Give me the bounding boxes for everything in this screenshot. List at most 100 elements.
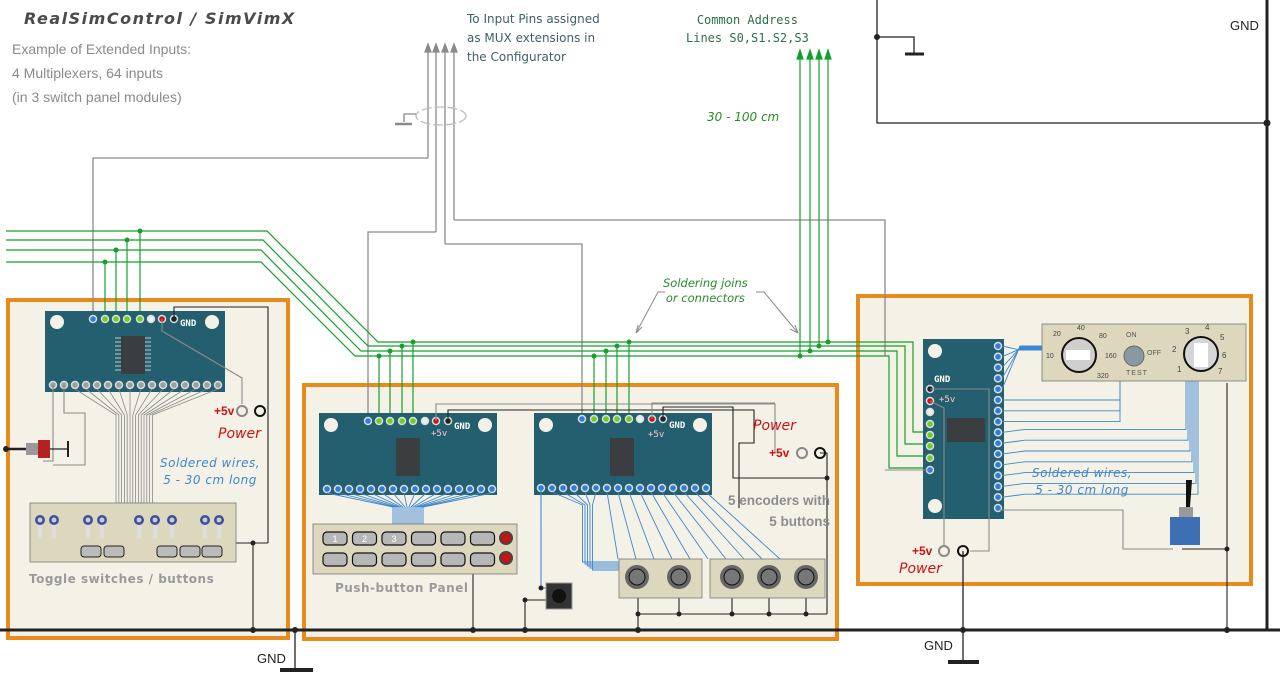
address-lines-note-line-2: Lines S0,S1.S2,S3: [686, 31, 809, 45]
module-3-wires-note-line-2: 5 - 30 cm long: [1035, 483, 1129, 497]
top-right-ground-loop: [874, 0, 1271, 630]
encoder-shaft: [628, 568, 646, 586]
mux-pin: [690, 483, 700, 493]
mux-pin: [558, 483, 568, 493]
mux-pin: [81, 380, 91, 390]
module-1-power-label: Power: [218, 426, 261, 442]
page-title: RealSimControl / SimVimX: [24, 9, 296, 28]
signal-wire: [1001, 381, 1187, 433]
push-button-label: 3: [391, 534, 396, 544]
mux-pin: [591, 483, 601, 493]
toggle-switch-panel: [29, 502, 237, 563]
signal-wire: [143, 388, 186, 503]
mux-pin: [70, 380, 80, 390]
signal-wire: [337, 492, 396, 524]
push-button: [351, 552, 378, 567]
mux-pin: [333, 484, 343, 494]
mux-pin: [547, 483, 557, 493]
toggle-switch-core: [202, 517, 208, 523]
toggle-lever: [170, 525, 174, 538]
push-button-label: 1: [332, 534, 337, 544]
module-2-5v-label: +5v: [769, 446, 790, 460]
module-2-5v-terminal: [796, 447, 808, 459]
signal-wire: [381, 492, 404, 524]
test-toggle-test-label: TEST: [1126, 370, 1148, 377]
mux-pin: [701, 483, 711, 493]
module-1-wiring: [43, 306, 269, 630]
encoder-wire: [661, 491, 709, 560]
input-pins-note-line-2: as MUX extensions in: [467, 31, 596, 45]
encoder-wire: [592, 491, 619, 571]
mux-pin: [993, 428, 1003, 437]
panel-button: [156, 545, 178, 558]
mux-pin: [191, 380, 201, 390]
panel-button: [179, 545, 201, 558]
toggle-lever: [153, 525, 157, 538]
module-3-mini-toggle: [1170, 480, 1200, 545]
test-toggle: [1123, 345, 1145, 367]
encoder-wire: [606, 491, 619, 560]
input-pins-note: To Input Pins assigned as MUX extensions…: [467, 10, 600, 67]
encoder-wire: [650, 491, 691, 560]
test-toggle-off-label: OFF: [1147, 350, 1161, 357]
module-1-5v-label: +5v: [214, 404, 235, 418]
toggle-switch-core: [136, 517, 142, 523]
mux-pin: [580, 483, 590, 493]
signal-wire: [422, 492, 493, 524]
encoder-shaft: [760, 568, 778, 586]
signal-wire: [1001, 381, 1191, 455]
soldering-note-line-1: Soldering joins: [663, 276, 748, 290]
module-1-mux-bottom-pins: [48, 380, 223, 390]
module-3-wires-note: Soldered wires, 5 - 30 cm long: [1032, 465, 1132, 499]
mux-pin: [366, 484, 376, 494]
module-1-toggle-switch: [3, 440, 69, 458]
signal-wire: [392, 492, 406, 524]
mux-pin: [454, 484, 464, 494]
signal-wire: [1001, 381, 1199, 498]
signal-wire: [135, 388, 153, 503]
mux-pin: [993, 406, 1003, 416]
module-1-wires-note: Soldered wires, 5 - 30 cm long: [160, 455, 260, 489]
mux-pin: [993, 352, 1003, 362]
subtitle-line-3: (in 3 switch panel modules): [12, 89, 182, 105]
encoder-wire: [562, 491, 619, 565]
toggle-lever: [217, 525, 221, 538]
rotary-right-scale-label: 1: [1177, 365, 1182, 374]
encoders-caption-line-2: 5 buttons: [769, 514, 830, 529]
toggle-lever: [86, 525, 90, 538]
toggle-lever: [137, 525, 141, 538]
signal-wire: [403, 492, 408, 524]
signal-wire: [146, 388, 197, 503]
encoders-caption: 5 encoders with 5 buttons: [722, 490, 830, 532]
toggle-switch-core: [85, 517, 91, 523]
mux-pin: [443, 484, 453, 494]
signal-wire: [420, 492, 482, 524]
toggle-switch-core: [152, 517, 158, 523]
mux-pin: [147, 380, 157, 390]
module-1-5v-terminal: [236, 405, 248, 417]
mux-pin: [624, 483, 634, 493]
module-3-power-label: Power: [899, 561, 942, 577]
gnd-label-bottom-right: GND: [924, 638, 953, 653]
signal-wire: [408, 492, 416, 524]
module-2-mux-board-b: [534, 413, 712, 495]
push-button: [440, 531, 466, 546]
address-lines-note-line-1: Common Address: [696, 13, 798, 27]
rotary-left-scale-label: 20: [1053, 331, 1061, 338]
toggle-switch-core: [169, 517, 175, 523]
signal-wire: [149, 388, 208, 503]
toggle-switch-core: [37, 517, 43, 523]
encoder-wire: [694, 491, 763, 560]
toggle-lever: [100, 525, 104, 538]
signal-wire: [74, 388, 117, 503]
signal-wire: [410, 492, 427, 524]
mux-pin: [103, 380, 113, 390]
push-button: [410, 531, 437, 546]
signal-wire: [414, 492, 449, 524]
mux-pin: [213, 380, 223, 390]
encoders-caption-line-1: 5 encoders with: [727, 493, 830, 508]
encoder-wire: [672, 491, 727, 560]
address-length: 30 - 100 cm: [707, 110, 780, 124]
mux-pin: [993, 395, 1003, 405]
